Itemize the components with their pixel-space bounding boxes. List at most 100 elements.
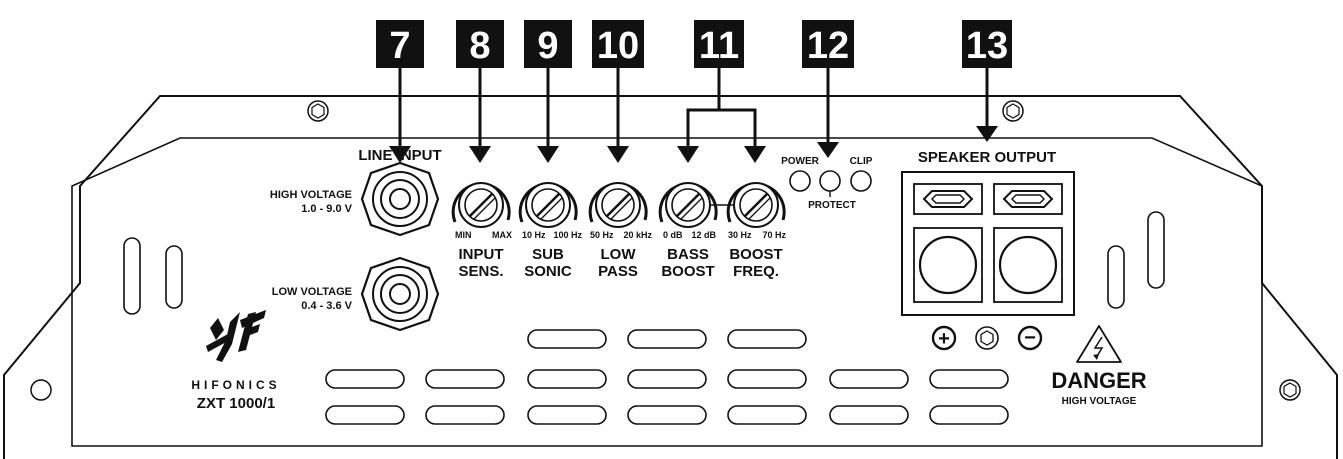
vent-slot bbox=[727, 405, 807, 425]
sub-sonic-line1: SUB bbox=[532, 246, 564, 263]
minus-symbol: − bbox=[1024, 327, 1036, 349]
callout-10: 10 bbox=[592, 20, 644, 68]
vent-slot bbox=[325, 369, 405, 389]
chassis-outline bbox=[3, 95, 1338, 459]
clip-label: CLIP bbox=[850, 156, 873, 167]
high-voltage-label: HIGH VOLTAGE bbox=[270, 189, 352, 201]
side-vent-left-1 bbox=[123, 237, 141, 315]
callout-9-number: 9 bbox=[537, 25, 558, 67]
callout-8-number: 8 bbox=[469, 25, 490, 67]
screw-bottom-right bbox=[1279, 379, 1301, 401]
bass-boost-line1: BASS bbox=[667, 246, 709, 263]
danger-title: DANGER bbox=[1051, 368, 1146, 393]
callout-leaders bbox=[389, 68, 998, 163]
side-vent-right-1 bbox=[1147, 211, 1165, 289]
callout-13-number: 13 bbox=[966, 25, 1008, 67]
input-sens-line1: INPUT bbox=[459, 246, 504, 263]
screw-bottom-left bbox=[30, 379, 52, 401]
sub-sonic-min: 10 Hz bbox=[522, 230, 546, 240]
sub-sonic-max: 100 Hz bbox=[553, 230, 582, 240]
danger-subtitle: HIGH VOLTAGE bbox=[1062, 396, 1137, 407]
speaker-terminal-block bbox=[901, 171, 1075, 316]
callout-10-number: 10 bbox=[597, 25, 639, 67]
low-pass-min: 50 Hz bbox=[590, 230, 614, 240]
bass-boost-max: 12 dB bbox=[691, 230, 716, 240]
bass-boost-knob[interactable] bbox=[658, 182, 718, 228]
protect-led bbox=[819, 170, 841, 192]
vent-slot bbox=[627, 329, 707, 349]
callout-8: 8 bbox=[456, 20, 504, 68]
low-pass-max: 20 kHz bbox=[623, 230, 652, 240]
callout-12-number: 12 bbox=[807, 25, 849, 67]
side-vent-right-2 bbox=[1107, 245, 1125, 309]
screw-top-right bbox=[1002, 100, 1024, 122]
low-voltage-label: LOW VOLTAGE bbox=[272, 286, 352, 298]
plus-icon: + bbox=[931, 325, 957, 351]
vent-slot bbox=[627, 405, 707, 425]
vent-slot bbox=[727, 369, 807, 389]
faceplate-outline bbox=[71, 137, 1263, 447]
line-input-title: LINE INPUT bbox=[358, 147, 441, 164]
vent-slot bbox=[325, 405, 405, 425]
vent-slot bbox=[829, 405, 909, 425]
vent-slot bbox=[425, 369, 505, 389]
boost-freq-line1: BOOST bbox=[729, 246, 782, 263]
plus-symbol: + bbox=[938, 328, 950, 350]
low-pass-line2: PASS bbox=[598, 263, 638, 280]
power-label: POWER bbox=[781, 156, 820, 167]
vent-slot bbox=[425, 405, 505, 425]
brand-name: HIFONICS bbox=[191, 378, 280, 392]
vent-slot bbox=[627, 369, 707, 389]
hifonics-logo-icon bbox=[206, 310, 266, 362]
rca-jack-high[interactable] bbox=[360, 161, 440, 237]
vent-slot bbox=[929, 405, 1009, 425]
vent-slot bbox=[727, 329, 807, 349]
screw-top-left bbox=[307, 100, 329, 122]
side-vent-left-2 bbox=[165, 245, 183, 309]
terminal-screw-right[interactable] bbox=[993, 183, 1063, 215]
bottom-vents bbox=[325, 329, 1009, 425]
vent-slot bbox=[527, 405, 607, 425]
vent-slot bbox=[527, 369, 607, 389]
power-led bbox=[789, 170, 811, 192]
callout-7: 7 bbox=[376, 20, 424, 68]
boost-freq-knob[interactable] bbox=[726, 182, 786, 228]
rca-jack-low[interactable] bbox=[360, 256, 440, 332]
input-sens-max: MAX bbox=[492, 230, 512, 240]
callout-11-number: 11 bbox=[699, 25, 739, 67]
center-screw-icon bbox=[975, 326, 999, 350]
sub-sonic-line2: SONIC bbox=[524, 263, 572, 280]
boost-freq-max: 70 Hz bbox=[762, 230, 786, 240]
boost-freq-min: 30 Hz bbox=[728, 230, 752, 240]
callout-7-number: 7 bbox=[389, 25, 410, 67]
speaker-output-title: SPEAKER OUTPUT bbox=[918, 149, 1056, 166]
low-pass-knob[interactable] bbox=[588, 182, 648, 228]
minus-icon: − bbox=[1017, 325, 1043, 351]
vent-slot bbox=[527, 329, 607, 349]
bass-boost-min: 0 dB bbox=[663, 230, 683, 240]
model-name: ZXT 1000/1 bbox=[197, 395, 275, 412]
terminal-screw-left[interactable] bbox=[913, 183, 983, 215]
high-voltage-range: 1.0 - 9.0 V bbox=[301, 203, 352, 215]
clip-led bbox=[850, 170, 872, 192]
vent-slot bbox=[829, 369, 909, 389]
boost-freq-line2: FREQ. bbox=[733, 263, 779, 280]
callout-12: 12 bbox=[802, 20, 854, 68]
vent-slot bbox=[929, 369, 1009, 389]
callout-9: 9 bbox=[524, 20, 572, 68]
low-pass-line1: LOW bbox=[601, 246, 637, 263]
high-voltage-warning-icon bbox=[1076, 325, 1122, 363]
sub-sonic-knob[interactable] bbox=[518, 182, 578, 228]
speaker-port-left[interactable] bbox=[913, 227, 983, 303]
low-voltage-range: 0.4 - 3.6 V bbox=[301, 300, 352, 312]
input-sens-line2: SENS. bbox=[458, 263, 503, 280]
input-sens-knob[interactable] bbox=[451, 182, 511, 228]
input-sens-min: MIN bbox=[455, 230, 472, 240]
speaker-port-right[interactable] bbox=[993, 227, 1063, 303]
callout-13: 13 bbox=[962, 20, 1012, 68]
callout-11: 11 bbox=[694, 20, 744, 68]
bass-boost-line2: BOOST bbox=[661, 263, 714, 280]
protect-label: PROTECT bbox=[808, 200, 856, 211]
